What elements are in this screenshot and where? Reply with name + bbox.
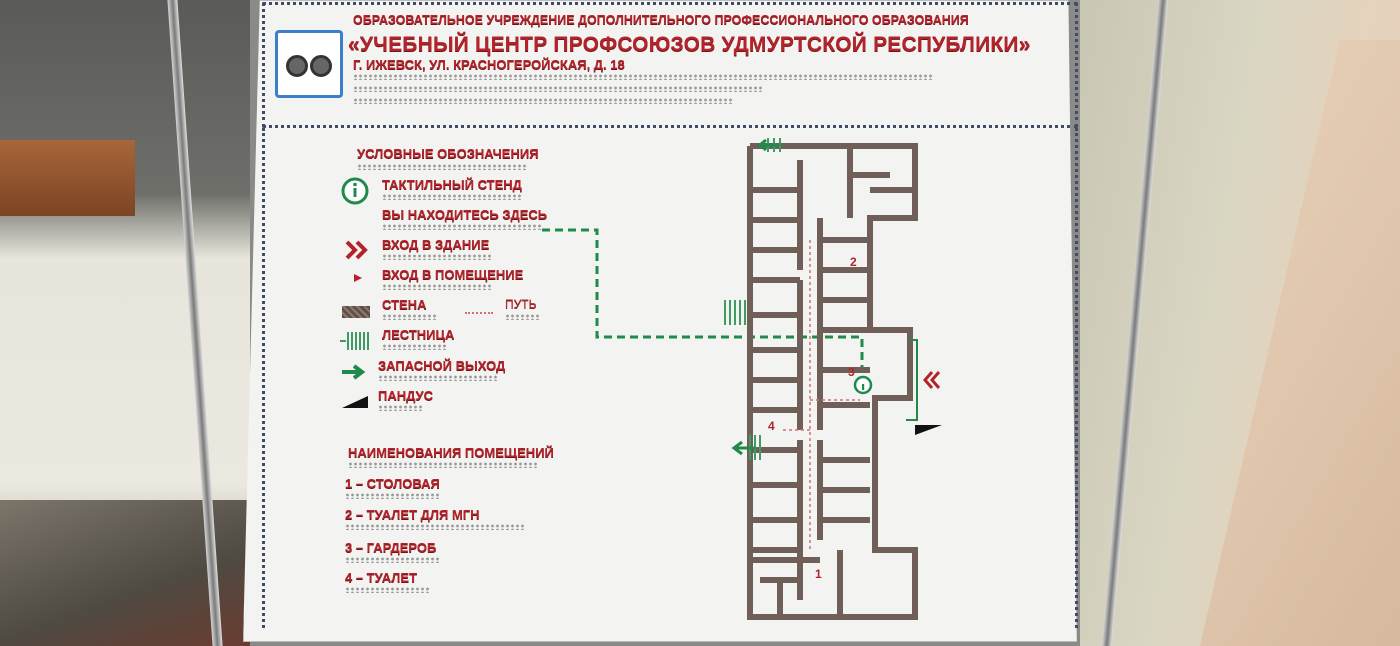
wall-hatch-icon xyxy=(342,306,370,318)
room-item: 3 – ГАРДЕРОБ xyxy=(345,540,437,555)
braille-line xyxy=(382,224,542,230)
legend-item-label: СТЕНА xyxy=(382,297,427,312)
legend-item-label: ЛЕСТНИЦА xyxy=(382,327,455,342)
room-number-4: 4 xyxy=(768,419,775,433)
braille-line xyxy=(382,194,522,200)
rooms-heading: НАИМЕНОВАНИЯ ПОМЕЩЕНИЙ xyxy=(348,445,554,460)
floor-plan: 2 3 4 1 xyxy=(724,138,942,620)
double-chevron-icon xyxy=(345,240,368,260)
ramp-icon xyxy=(342,396,368,408)
center-title: «УЧЕБНЫЙ ЦЕНТР ПРОФСОЮЗОВ УДМУРТСКОЙ РЕС… xyxy=(348,33,1031,56)
green-arrow-icon xyxy=(342,364,366,380)
wooden-counter xyxy=(0,140,135,216)
header-frame xyxy=(262,2,1078,128)
braille-line xyxy=(353,98,733,104)
room-item: 4 – ТУАЛЕТ xyxy=(345,570,418,585)
braille-line xyxy=(345,587,430,593)
braille-line xyxy=(505,314,540,320)
legend-item-label: ПАНДУС xyxy=(378,388,434,403)
braille-line xyxy=(382,284,492,290)
braille-line xyxy=(382,254,492,260)
room-number-2: 2 xyxy=(850,255,857,269)
low-vision-glasses-icon xyxy=(275,30,343,98)
legend-item-label: ПУТЬ xyxy=(505,297,537,311)
room-number-1: 1 xyxy=(815,567,822,581)
tactile-board xyxy=(243,0,1077,642)
info-circle-icon xyxy=(341,177,369,205)
you-are-here-path xyxy=(542,228,864,370)
room-item: 1 – СТОЛОВАЯ xyxy=(345,476,440,491)
main-frame xyxy=(262,128,1078,628)
braille-line xyxy=(345,524,525,530)
legend-item-label: ВЫ НАХОДИТЕСЬ ЗДЕСЬ xyxy=(382,207,548,222)
braille-line xyxy=(382,344,447,350)
legend-item-label: ЗАПАСНОЙ ВЫХОД xyxy=(378,358,506,373)
background-right-wall xyxy=(1080,0,1400,646)
braille-line xyxy=(378,375,498,381)
stairs-icon xyxy=(340,332,369,350)
room-item: 2 – ТУАЛЕТ ДЛЯ МГН xyxy=(345,507,480,522)
legend-item-label: ВХОД В ПОМЕЩЕНИЕ xyxy=(382,267,524,282)
braille-line xyxy=(353,74,933,80)
legend-heading: УСЛОВНЫЕ ОБОЗНАЧЕНИЯ xyxy=(357,146,539,161)
braille-line xyxy=(357,164,527,170)
address-line: Г. ИЖЕВСК, УЛ. КРАСНОГЕРОЙСКАЯ, Д. 18 xyxy=(353,57,625,72)
room-number-3: 3 xyxy=(848,365,855,379)
braille-line xyxy=(382,314,437,320)
wall-corner xyxy=(1200,40,1400,646)
braille-line xyxy=(345,557,440,563)
braille-line xyxy=(378,405,423,411)
braille-line xyxy=(348,462,538,468)
dotted-path-icon xyxy=(465,312,493,314)
small-arrow-icon xyxy=(354,274,362,282)
braille-line xyxy=(353,86,763,92)
legend-item-label: ТАКТИЛЬНЫЙ СТЕНД xyxy=(382,177,522,192)
org-line: ОБРАЗОВАТЕЛЬНОЕ УЧРЕЖДЕНИЕ ДОПОЛНИТЕЛЬНО… xyxy=(353,13,969,27)
braille-line xyxy=(345,493,440,499)
legend-item-label: ВХОД В ЗДАНИЕ xyxy=(382,237,490,252)
